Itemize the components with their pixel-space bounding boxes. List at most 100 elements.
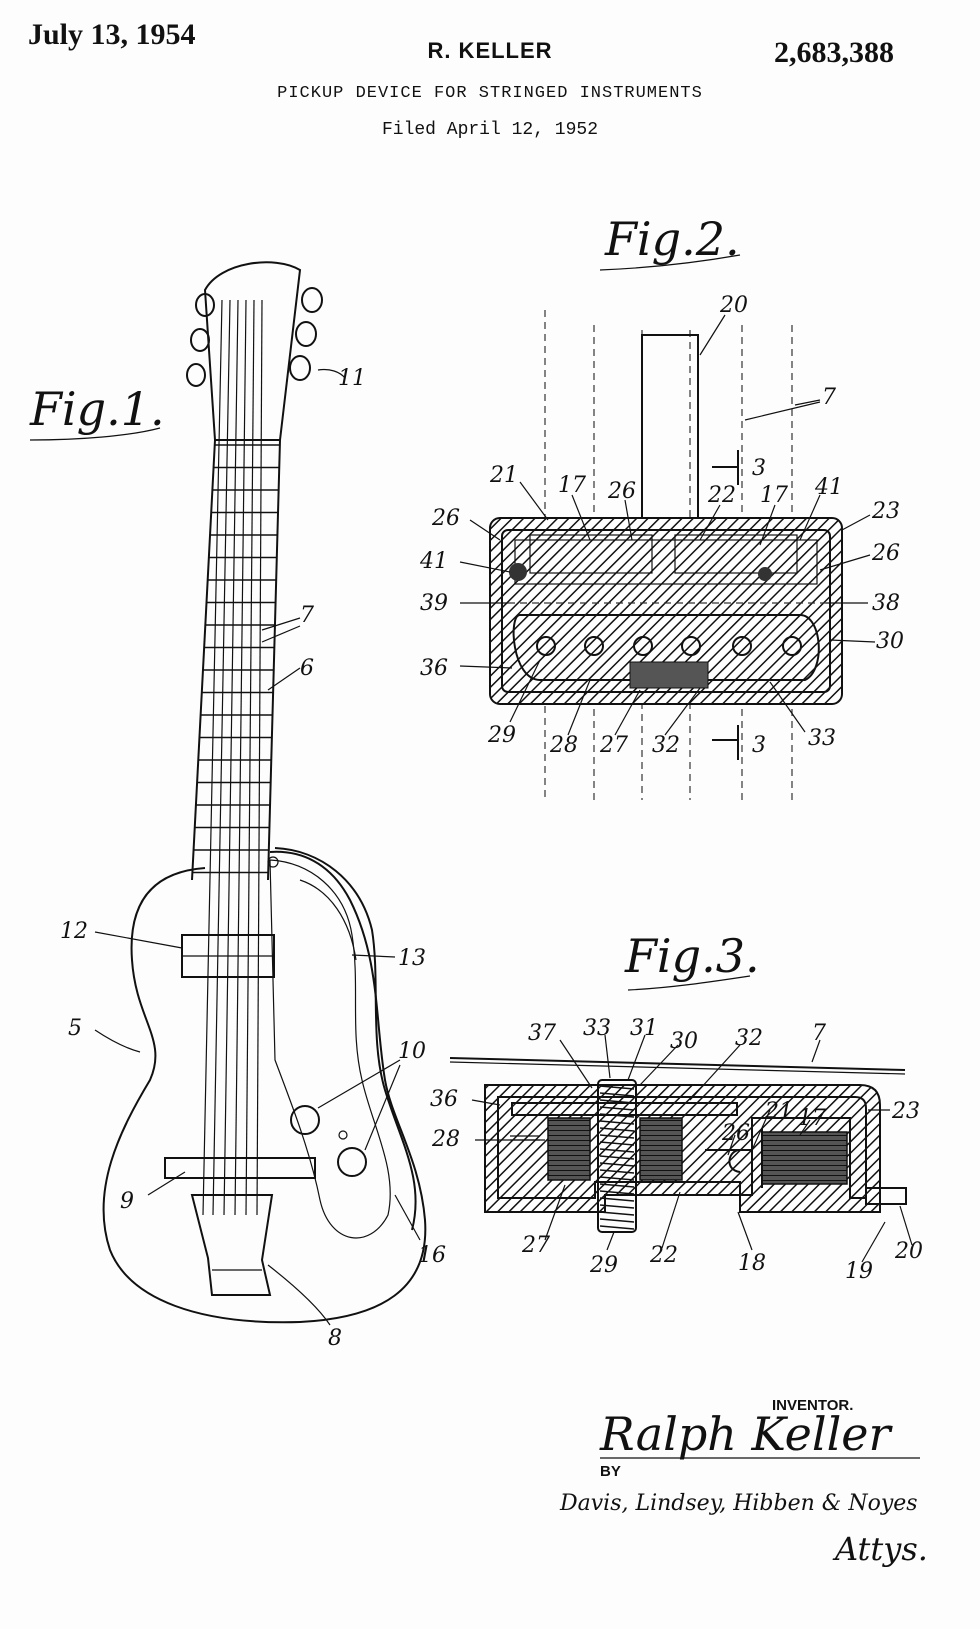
ref-3-top: 3 [752, 456, 766, 481]
tuning-peg [301, 287, 323, 313]
figure-3-pickup-section: Fig.3. [430, 929, 923, 1284]
fig2-leaders [459, 314, 876, 736]
fig2-label: Fig.2. [604, 212, 740, 266]
patent-number: 2,683,388 [774, 36, 894, 69]
fig3-magnet-coil [761, 1131, 848, 1185]
ref-13: 13 [398, 946, 426, 971]
ref-26b: 26 [431, 506, 460, 531]
ref-12: 12 [60, 919, 88, 944]
guitar-pickguard [269, 859, 391, 1239]
ref-21: 21 [764, 1099, 793, 1124]
patent-date: July 13, 1954 [28, 18, 196, 51]
ref-38: 38 [872, 591, 900, 616]
fig2-section-top [712, 450, 739, 485]
fig1-underline [29, 427, 161, 441]
ref-19: 19 [845, 1259, 873, 1284]
screw-thread [599, 1099, 635, 1104]
guitar-tailpiece [190, 1194, 274, 1296]
tuning-peg [186, 363, 206, 387]
by-label: BY [600, 1463, 621, 1480]
ref-37: 37 [528, 1021, 556, 1046]
tuning-peg [195, 293, 215, 317]
fig2-magnet-bay [514, 539, 818, 585]
guitar-neck [191, 439, 281, 881]
ref-20: 20 [719, 293, 748, 318]
fig3-string [449, 1057, 906, 1071]
control-knob [337, 1147, 367, 1177]
screw-thread [599, 1113, 635, 1118]
ref-5: 5 [68, 1016, 82, 1041]
control-knob [290, 1105, 320, 1135]
guitar-body [102, 850, 427, 1324]
ref-28: 28 [549, 733, 578, 758]
ref-17b: 17 [760, 483, 788, 508]
screw-thread [599, 1169, 635, 1174]
guitar-binding [274, 847, 417, 1231]
fig2-underline [599, 254, 741, 271]
ref-23: 23 [891, 1099, 920, 1124]
ref-29: 29 [589, 1253, 618, 1278]
screw-thread [599, 1211, 635, 1216]
screw-thread [599, 1141, 635, 1146]
screw-thread [599, 1092, 635, 1097]
guitar-headstock [203, 261, 302, 441]
ref-27: 27 [521, 1233, 550, 1258]
ref-22: 22 [707, 483, 736, 508]
ref-36: 36 [420, 656, 448, 681]
ref-26: 26 [721, 1121, 750, 1146]
screw-thread [599, 1106, 635, 1111]
fig1-label: Fig.1. [29, 382, 165, 436]
fig2-pole-screws [536, 636, 802, 656]
ref-29: 29 [487, 723, 516, 748]
attys-label: Attys. [832, 1530, 928, 1568]
ref-28: 28 [431, 1127, 460, 1152]
screw-thread [599, 1162, 635, 1167]
fig3-coil-left [547, 1117, 591, 1181]
ref-7: 7 [812, 1021, 826, 1046]
ref-7: 7 [300, 603, 314, 628]
figure-2-pickup-top: Fig.2. [419, 212, 904, 800]
screw-thread [599, 1190, 635, 1195]
fig2-coil-block [629, 661, 709, 689]
ref-23: 23 [871, 499, 900, 524]
attorneys-signature: Davis, Lindsey, Hibben & Noyes [559, 1491, 918, 1516]
ref-26a: 26 [607, 479, 636, 504]
ref-30: 30 [876, 629, 904, 654]
ref-11: 11 [338, 366, 366, 391]
ref-31: 31 [630, 1016, 658, 1041]
screw-thread [599, 1204, 635, 1209]
fig3-coil-right [639, 1117, 683, 1181]
ref-30: 30 [670, 1029, 698, 1054]
ref-33: 33 [808, 726, 836, 751]
ref-39: 39 [420, 591, 448, 616]
guitar-cutaway-line [299, 879, 357, 961]
fig2-coil-outline [512, 614, 820, 681]
guitar-strings [202, 299, 263, 1216]
tuning-peg [295, 321, 317, 347]
screw-thread [599, 1148, 635, 1153]
filed-date: Filed April 12, 1952 [381, 120, 599, 140]
ref-41a: 41 [814, 475, 843, 500]
fig3-terminal [865, 1187, 907, 1205]
ref-21: 21 [489, 463, 518, 488]
ref-10: 10 [398, 1039, 426, 1064]
fig2-magnet-left [529, 534, 653, 574]
inventor-label: INVENTOR. [772, 1397, 853, 1414]
tuning-peg [190, 328, 210, 352]
screw-thread [599, 1127, 635, 1132]
ref-22: 22 [649, 1243, 678, 1268]
inventor-signature: Ralph Keller [599, 1407, 894, 1461]
fig3-leaders [471, 1034, 913, 1263]
ref-20: 20 [894, 1239, 923, 1264]
fig3-underline [627, 975, 751, 991]
screw-thread [599, 1183, 635, 1188]
control-knob-small [338, 1130, 348, 1140]
ref-3-bottom: 3 [752, 733, 766, 758]
ref-16: 16 [418, 1243, 446, 1268]
screw-thread [599, 1218, 635, 1223]
ref-9: 9 [120, 1189, 134, 1214]
inventor-header: R. KELLER [427, 38, 553, 63]
fig3-label: Fig.3. [624, 929, 760, 983]
ref-41b: 41 [419, 549, 448, 574]
ref-17a: 17 [558, 473, 586, 498]
